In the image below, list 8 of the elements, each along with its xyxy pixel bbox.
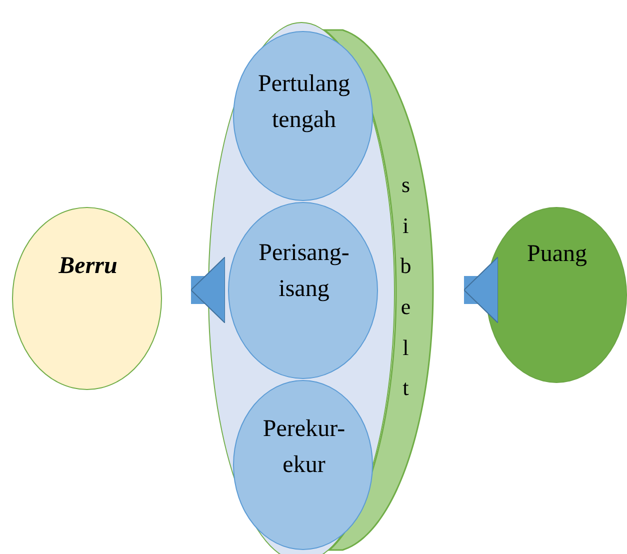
node-label: Perisang-isang [258, 239, 350, 304]
node-label: Perekur-ekur [262, 415, 346, 480]
node-label: Berru [58, 252, 118, 281]
block-arrow [190, 256, 226, 324]
node-label: Puang [526, 240, 588, 269]
node-label: sibelt [400, 171, 412, 402]
block-arrow [464, 256, 498, 324]
node-label: Pertulang tengah [257, 70, 351, 135]
